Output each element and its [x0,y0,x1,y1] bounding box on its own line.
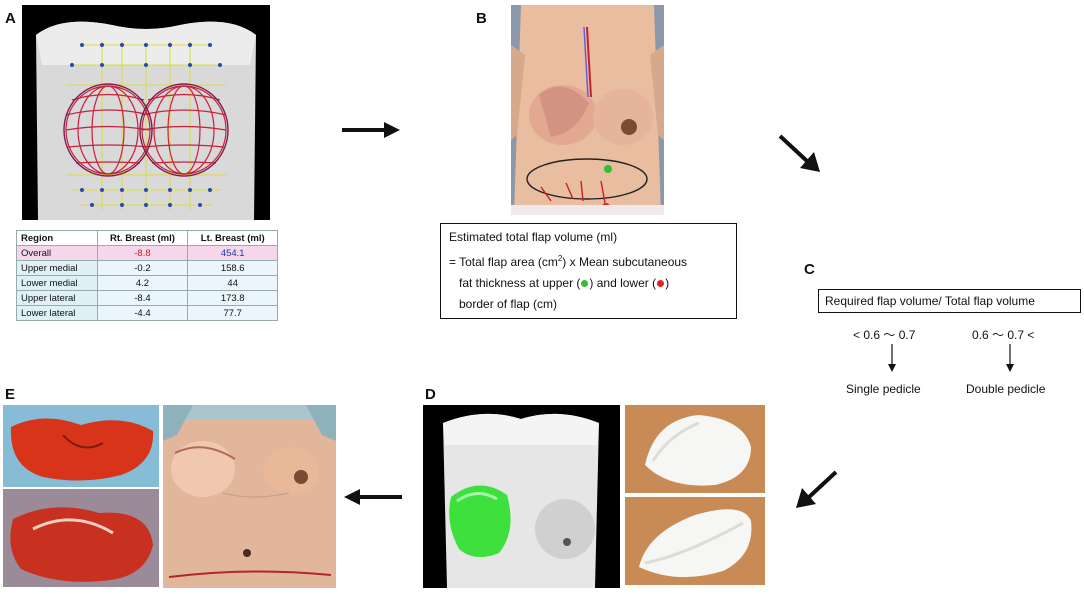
table-row-overall: Overall -8.8 454.1 [16,245,278,261]
table-row: Upper medial -0.2 158.6 [16,260,278,276]
arrow-right-icon [342,122,400,138]
arrow-down-left-icon [796,470,838,508]
table-header-row: Region Rt. Breast (ml) Lt. Breast (ml) [16,230,278,246]
panel-label-b: B [476,10,487,27]
single-pedicle-label: Single pedicle [846,382,921,396]
formula-text: ) x Mean subcutaneous [562,255,688,269]
postoperative-torso-photo [163,405,336,588]
arrow-down-icon [888,344,896,372]
formula-line-4: border of flap (cm) [459,297,558,311]
flap-inset-photo [3,489,159,587]
column-header-lt-breast: Lt. Breast (ml) [187,230,278,246]
red-dot-icon [656,279,666,289]
rt-breast-cell: -0.2 [96,260,189,276]
flap-volume-ratio-box: Required flap volume/ Total flap volume [818,289,1081,313]
formula-superscript: 2 [557,254,563,263]
formula-text: fat thickness at upper ( [459,276,581,290]
formula-line-2: = Total flap area (cm2) x Mean subcutane… [449,248,728,273]
breast-3d-mesh-image [22,5,270,220]
panel-label-a: A [5,10,16,27]
single-pedicle-range: < 0.6 ～ 0.7 [853,328,916,342]
formula-text: ) [665,276,670,290]
region-cell: Lower lateral [16,305,98,321]
double-pedicle-label: Double pedicle [966,382,1046,396]
flap-template-photo-bottom [625,497,765,585]
formula-line-3: fat thickness at upper ( ) and lower () [449,273,728,294]
flap-template-photo-top [625,405,765,493]
table-row: Lower lateral -4.4 77.7 [16,305,278,321]
rt-breast-cell: -4.4 [96,305,189,321]
formula-title: Estimated total flap volume (ml) [449,230,618,244]
arrow-down-icon [1006,344,1014,372]
green-dot-icon [580,279,590,289]
arrow-left-icon [344,489,402,505]
region-cell: Lower medial [16,275,98,291]
lt-breast-cell: 454.1 [187,245,278,261]
rt-breast-cell: -8.8 [96,245,189,261]
table-row: Lower medial 4.2 44 [16,275,278,291]
region-cell: Upper medial [16,260,98,276]
rt-breast-cell: -8.4 [96,290,189,306]
lt-breast-cell: 77.7 [187,305,278,321]
harvested-flap-photo [3,405,159,487]
panel-label-d: D [425,386,436,403]
panel-label-c: C [804,261,815,278]
column-header-rt-breast: Rt. Breast (ml) [96,230,189,246]
region-cell: Overall [16,245,98,261]
formula-text: ) and lower ( [589,276,657,290]
flap-simulation-3d-image [423,405,620,588]
table-row: Upper lateral -8.4 173.8 [16,290,278,306]
panel-label-e: E [5,386,16,403]
lt-breast-cell: 158.6 [187,260,278,276]
patient-torso-photo [511,5,664,215]
column-header-region: Region [16,230,98,246]
lt-breast-cell: 44 [187,275,278,291]
flap-volume-formula-box: Estimated total flap volume (ml) = Total… [440,223,737,319]
double-pedicle-range: 0.6 ～ 0.7 < [972,328,1035,342]
lt-breast-cell: 173.8 [187,290,278,306]
formula-text: = Total flap area (cm [449,255,558,269]
breast-volume-table: Region Rt. Breast (ml) Lt. Breast (ml) O… [16,230,278,321]
rt-breast-cell: 4.2 [96,275,189,291]
region-cell: Upper lateral [16,290,98,306]
arrow-down-right-icon [778,134,820,172]
